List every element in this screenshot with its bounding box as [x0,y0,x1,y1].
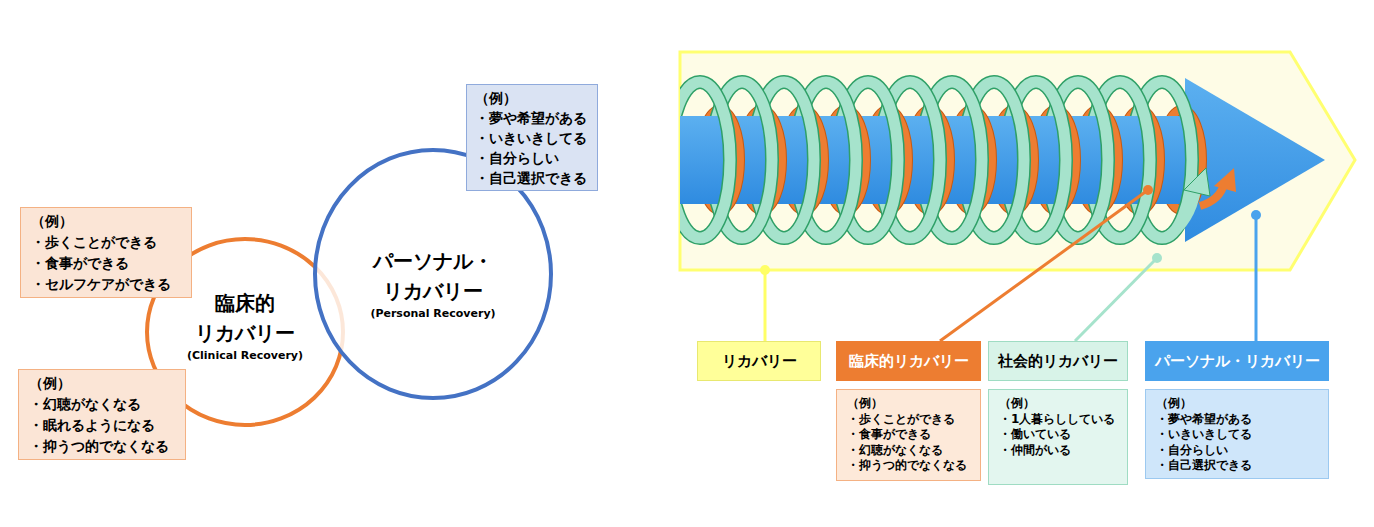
example-heading: （例） [31,211,73,232]
example-item: ・食事ができる [31,253,129,274]
example-item: ・食事ができる [847,427,931,443]
example-item: ・いきいきしてる [475,128,587,148]
label-text: リカバリー [722,351,797,371]
example-heading: （例） [29,373,71,394]
recovery-chevron [680,52,1355,270]
circle-title: パーソナル・ リカバリー [358,246,508,306]
example-item: ・仲間がいる [999,443,1071,459]
example-item: ・いきいきしてる [1156,427,1252,443]
example-heading: （例） [847,396,883,412]
example-item: ・自己選択できる [475,168,587,188]
coil-group [680,78,1325,242]
example-item: ・抑うつ的でなくなる [847,458,967,474]
leader-line [1255,215,1258,341]
example-item: ・自分らしい [475,148,559,168]
example-item: ・歩くことができる [31,232,157,253]
example-box: （例）・夢や希望がある・いきいきしてる・自分らしい・自己選択できる [1145,389,1329,479]
example-box: （例）・歩くことができる・食事ができる・幻聴がなくなる・抑うつ的でなくなる [836,389,981,481]
example-item: ・1人暮らししている [999,412,1115,428]
example-heading: （例） [475,88,517,108]
leader-line [940,190,1148,341]
label-text: 臨床的リカバリー [849,351,969,371]
green-coil-head [1184,168,1210,196]
circle-subtitle: (Personal Recovery) [370,306,495,322]
leader-line [1075,258,1157,341]
circle-title: 臨床的 リカバリー [185,288,305,348]
example-item: ・働いている [999,427,1071,443]
leader-dot [1143,185,1153,195]
category-label: パーソナル・リカバリー [1145,341,1329,381]
example-box: （例）・夢や希望がある・いきいきしてる・自分らしい・自己選択できる [466,84,598,191]
leader-dot [1152,253,1162,263]
example-item: ・夢や希望がある [475,108,587,128]
example-box: （例）・幻聴がなくなる・眠れるようになる・抑うつ的でなくなる [18,369,186,460]
example-item: ・セルフケアができる [31,274,171,295]
example-item: ・歩くことができる [847,412,955,428]
example-item: ・眠れるようになる [29,415,155,436]
example-item: ・自分らしい [1156,443,1228,459]
category-label: リカバリー [697,341,821,381]
example-box: （例）・歩くことができる・食事ができる・セルフケアができる [20,207,192,298]
circle-subtitle: (Clinical Recovery) [187,348,303,364]
example-item: ・幻聴がなくなる [29,394,141,415]
example-item: ・自己選択できる [1156,458,1252,474]
leader-dot [760,265,770,275]
label-text: パーソナル・リカバリー [1155,351,1320,371]
category-label: 臨床的リカバリー [836,341,981,381]
example-item: ・夢や希望がある [1156,412,1252,428]
example-item: ・抑うつ的でなくなる [29,436,169,457]
example-heading: （例） [1156,396,1192,412]
label-text: 社会的リカバリー [998,351,1118,371]
example-item: ・幻聴がなくなる [847,443,943,459]
leader-line [764,270,767,341]
green-coil-tip [1168,190,1196,236]
orange-coil-head [1214,168,1236,192]
example-box: （例）・1人暮らししている・働いている・仲間がいる [988,389,1128,485]
category-label: 社会的リカバリー [988,341,1128,381]
example-heading: （例） [999,396,1035,412]
leader-dot [1251,210,1261,220]
